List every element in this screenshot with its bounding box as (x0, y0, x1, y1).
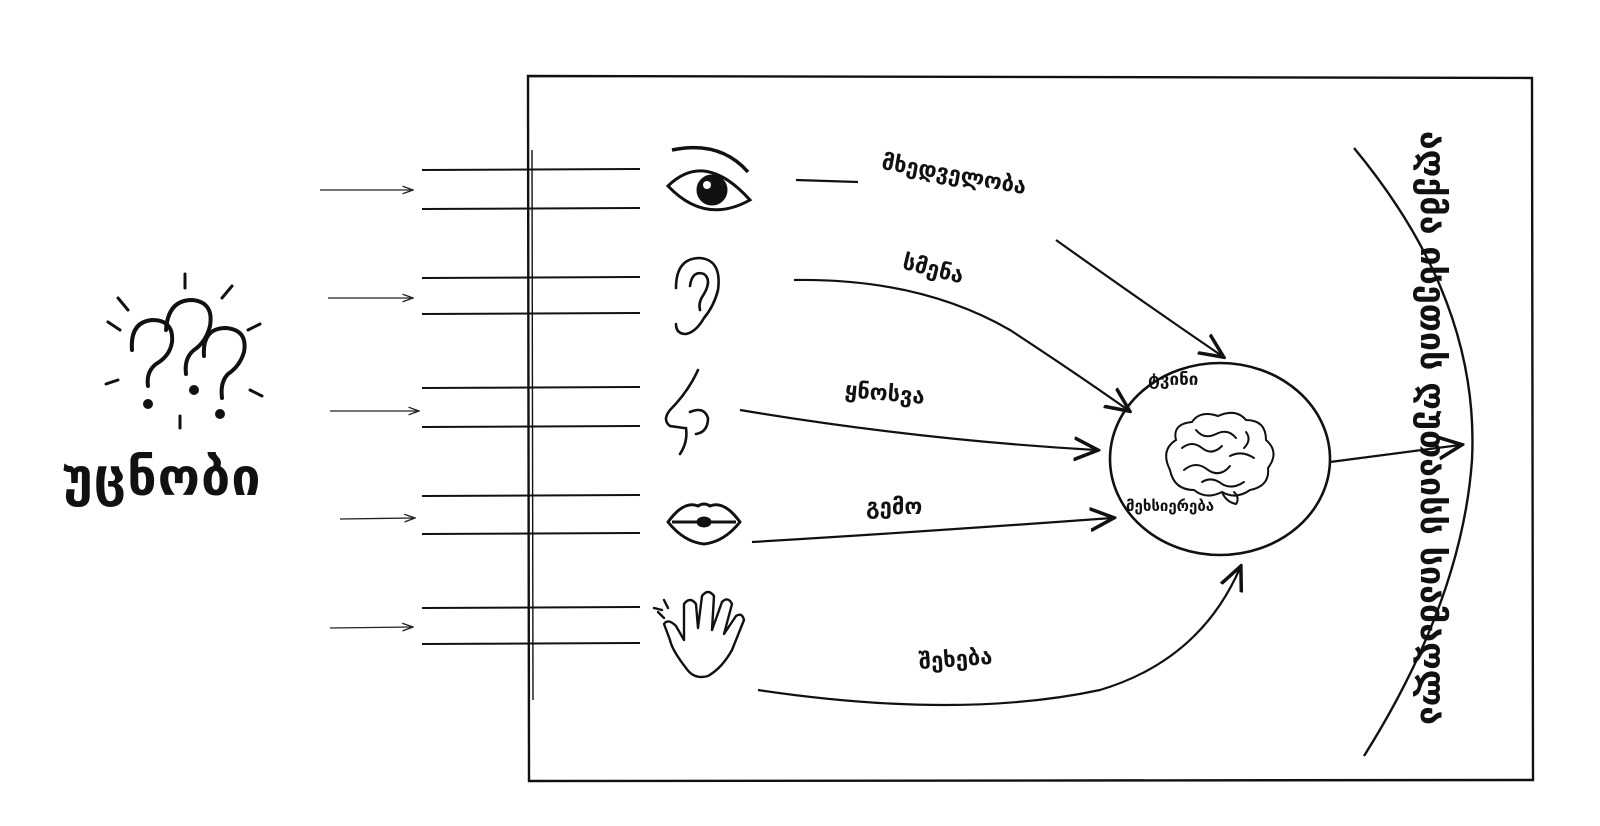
arrow-brain-out (1329, 445, 1460, 464)
arrow-eye-dash (795, 178, 859, 184)
arrow-eye (1055, 239, 1222, 356)
channel-mouth (421, 494, 641, 535)
channel-ear (421, 276, 641, 315)
main-box-inner-line (531, 149, 534, 701)
unknown-label: უცნობი (62, 448, 262, 508)
brain-title: ტვინი (1148, 370, 1199, 390)
perception-vertical-label: აღქმა ისეთის ღუთაისს სიამაღლა (1412, 130, 1452, 726)
channel-hand (421, 606, 641, 645)
incoming-arrow-hand (329, 627, 412, 628)
arrow-hand (757, 568, 1240, 707)
right-boundary-curve (1353, 147, 1474, 757)
input-channels (421, 168, 641, 645)
arrow-mouth (751, 518, 1112, 544)
sense-label-mouth: გემო (866, 495, 923, 520)
hand-icon (652, 590, 746, 679)
ear-icon (674, 256, 720, 336)
eye-icon (665, 145, 753, 212)
arrow-nose (739, 408, 1096, 450)
brain-subtitle: მეხსიერება (1126, 497, 1215, 515)
sense-arrows (739, 178, 1460, 707)
mouth-icon (666, 502, 742, 546)
nose-icon (664, 368, 710, 456)
incoming-arrow-mouth (339, 518, 414, 519)
main-box (526, 74, 1535, 783)
brain-circle (1108, 361, 1332, 557)
channel-eye (421, 168, 641, 210)
brain-icon (1165, 411, 1275, 506)
incoming-arrows (320, 190, 418, 628)
channel-nose (421, 386, 641, 428)
question-marks-icon (104, 272, 264, 430)
arrow-ear (793, 278, 1128, 410)
sense-label-hand: შეხება (918, 644, 994, 675)
